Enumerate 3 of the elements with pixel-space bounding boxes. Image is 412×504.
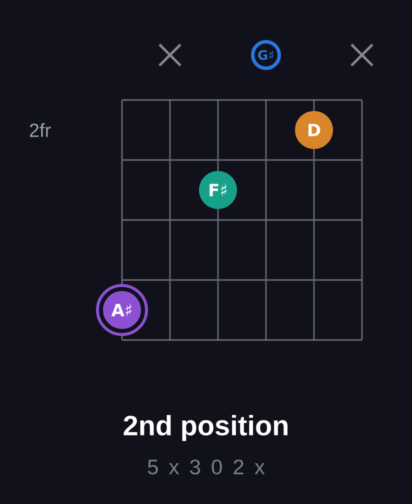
fret-number: 2fr [30, 123, 51, 137]
chord-title: 2nd position [124, 414, 288, 442]
fingering-label: 5 x 3 0 2 x [148, 460, 265, 474]
